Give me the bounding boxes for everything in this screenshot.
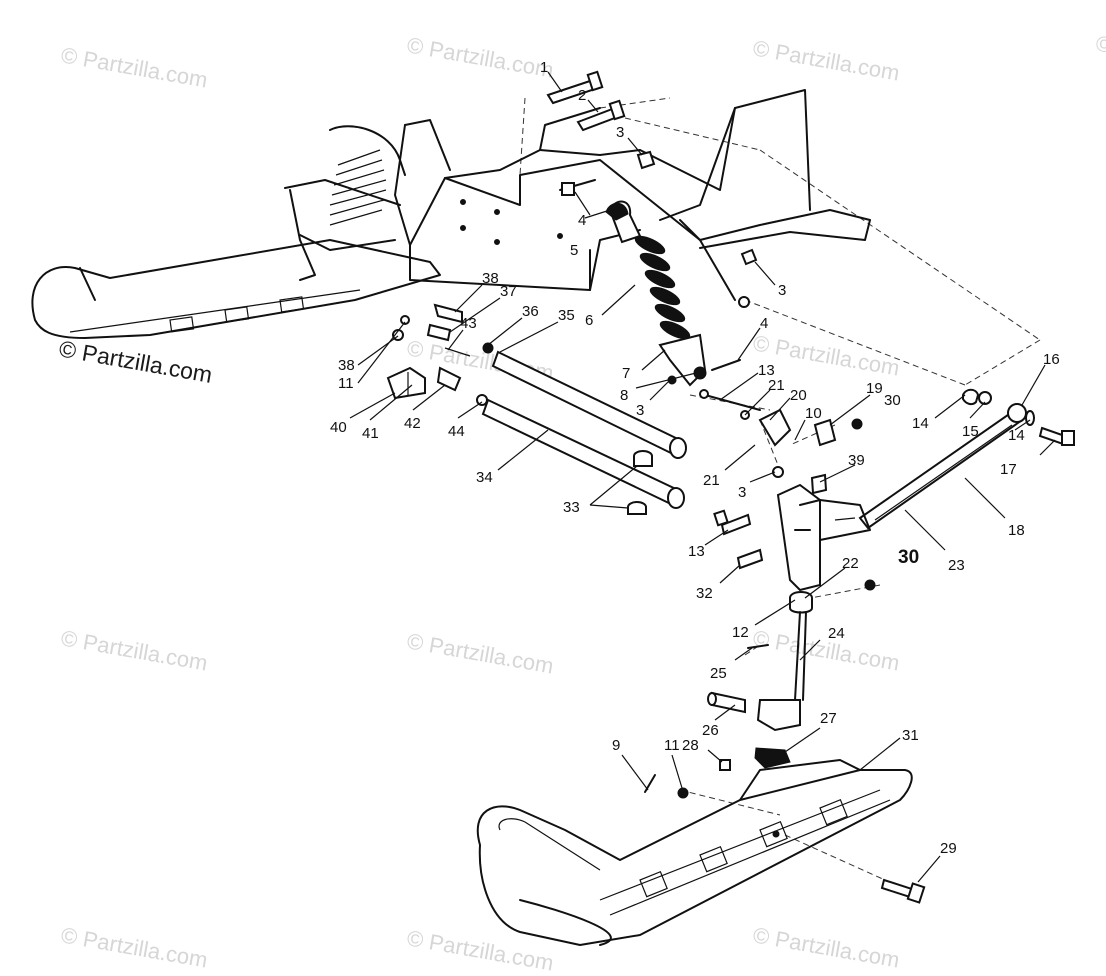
callout-4: 4 bbox=[578, 212, 586, 229]
callout-30: 30 bbox=[884, 392, 901, 409]
callout-10: 10 bbox=[805, 405, 822, 422]
callout-5: 5 bbox=[570, 242, 578, 259]
watermark: © Partzilla.com bbox=[1096, 32, 1106, 57]
callout-23: 23 bbox=[948, 557, 965, 574]
callout-31: 31 bbox=[902, 727, 919, 744]
callout-17: 17 bbox=[1000, 461, 1017, 478]
callout-13: 13 bbox=[688, 543, 705, 560]
callout-1: 1 bbox=[540, 59, 548, 76]
chassis-frame bbox=[394, 89, 871, 291]
callout-28: 28 bbox=[682, 737, 699, 754]
callout-25: 25 bbox=[710, 665, 727, 682]
callout-3: 3 bbox=[616, 124, 624, 141]
watermark: © Partzilla.com bbox=[405, 925, 555, 975]
callout-22: 22 bbox=[842, 555, 859, 572]
callout-40: 40 bbox=[330, 419, 347, 436]
watermark-dark: © Partzilla.com bbox=[57, 335, 214, 388]
callout-34: 34 bbox=[476, 469, 493, 486]
rear-ski-assembly bbox=[31, 125, 441, 339]
ski-hardware bbox=[644, 644, 791, 799]
callout-6: 6 bbox=[585, 312, 593, 329]
callout-13: 13 bbox=[758, 362, 775, 379]
callout-43: 43 bbox=[460, 315, 477, 332]
radius-rod bbox=[858, 388, 1075, 530]
callout-32: 32 bbox=[696, 585, 713, 602]
watermark-layer: © Partzilla.com © Partzilla.com © Partzi… bbox=[57, 32, 1106, 976]
watermark: © Partzilla.com bbox=[751, 922, 901, 972]
callout-42: 42 bbox=[404, 415, 421, 432]
callout-21: 21 bbox=[703, 472, 720, 489]
callout-11: 11 bbox=[664, 737, 680, 754]
callout-21: 21 bbox=[768, 377, 785, 394]
callout-15: 15 bbox=[962, 423, 979, 440]
callout-4: 4 bbox=[760, 315, 768, 332]
callout-24: 24 bbox=[828, 625, 845, 642]
watermark: © Partzilla.com bbox=[59, 42, 209, 92]
callout-33: 33 bbox=[563, 499, 580, 516]
callout-44: 44 bbox=[448, 423, 465, 440]
callout-2: 2 bbox=[578, 87, 586, 104]
callout-29: 29 bbox=[940, 840, 957, 857]
watermark: © Partzilla.com bbox=[405, 628, 555, 678]
watermark: © Partzilla.com bbox=[59, 922, 209, 972]
callout-3: 3 bbox=[738, 484, 746, 501]
callout-19: 19 bbox=[866, 380, 883, 397]
bracket-cluster bbox=[386, 303, 494, 406]
front-ski bbox=[476, 759, 926, 946]
watermark: © Partzilla.com bbox=[751, 625, 901, 675]
callout-30: 30 bbox=[898, 547, 919, 568]
callout-11: 11 bbox=[338, 375, 354, 392]
callout-37: 37 bbox=[500, 283, 517, 300]
callout-16: 16 bbox=[1043, 351, 1060, 368]
callout-18: 18 bbox=[1008, 522, 1025, 539]
callout-35: 35 bbox=[558, 307, 575, 324]
callout-41: 41 bbox=[362, 425, 379, 442]
watermark: © Partzilla.com bbox=[405, 32, 555, 82]
ski-spindle bbox=[713, 483, 876, 732]
shock-absorber bbox=[605, 200, 758, 387]
callout-labels: 1 2 3 4 5 3 6 4 7 8 3 38 37 36 35 43 38 … bbox=[330, 59, 1060, 857]
callout-7: 7 bbox=[622, 365, 630, 382]
callout-8: 8 bbox=[620, 387, 628, 404]
callout-14: 14 bbox=[1008, 427, 1025, 444]
callout-20: 20 bbox=[790, 387, 807, 404]
leader-lines bbox=[349, 71, 1056, 883]
callout-38: 38 bbox=[482, 270, 499, 287]
callout-12: 12 bbox=[732, 624, 749, 641]
cross-rods bbox=[481, 350, 687, 515]
watermark: © Partzilla.com bbox=[59, 625, 209, 675]
callout-27: 27 bbox=[820, 710, 837, 727]
callout-26: 26 bbox=[702, 722, 719, 739]
callout-36: 36 bbox=[522, 303, 539, 320]
part-bolts-top bbox=[546, 70, 656, 196]
callout-3: 3 bbox=[636, 402, 644, 419]
spindle-hardware bbox=[699, 389, 863, 495]
callout-3: 3 bbox=[778, 282, 786, 299]
callout-38: 38 bbox=[338, 357, 355, 374]
callout-39: 39 bbox=[848, 452, 865, 469]
callout-14: 14 bbox=[912, 415, 929, 432]
watermark: © Partzilla.com bbox=[751, 35, 901, 85]
callout-9: 9 bbox=[612, 737, 620, 754]
